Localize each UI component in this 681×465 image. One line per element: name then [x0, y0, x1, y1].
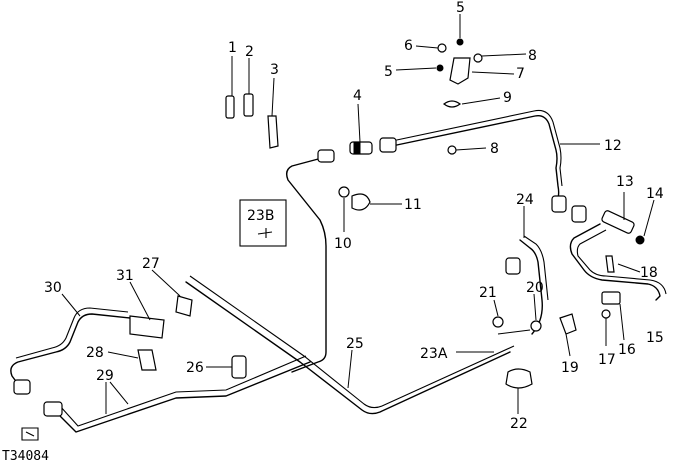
fitting-tube-25-top	[317, 149, 335, 163]
callout-22: 22	[510, 416, 528, 432]
part-11-cap	[351, 193, 371, 211]
callout-4: 4	[353, 88, 362, 104]
part-7-bracket	[449, 57, 471, 85]
fitting-tube-15-left	[571, 205, 587, 223]
callout-3: 3	[270, 62, 279, 78]
callouts: 1 2 3 4 5 5 6 7 8 8 9 10 11 12 13 14 15 …	[44, 0, 664, 432]
fitting-tube-12-end	[379, 137, 397, 153]
callout-26: 26	[186, 360, 204, 376]
tube-29-b	[59, 355, 307, 427]
part-8-bolt-mid	[447, 145, 457, 155]
callout-20: 20	[526, 280, 544, 296]
callout-18: 18	[640, 265, 658, 281]
part-27-fitting	[175, 295, 193, 317]
callout-25: 25	[346, 336, 364, 352]
part-19-clip	[559, 313, 577, 335]
part-31-tee	[129, 315, 165, 339]
part-23a-bolt	[497, 329, 531, 335]
tube-25	[285, 157, 327, 373]
part-1-bracket	[225, 95, 235, 119]
part-5-nut-left	[436, 64, 444, 72]
callout-28: 28	[86, 345, 104, 361]
part-28-elbow	[137, 349, 157, 371]
part-21-washer	[492, 316, 504, 328]
part-4-nut	[353, 142, 361, 154]
callout-12: 12	[604, 138, 622, 154]
tube-24-b	[523, 235, 549, 301]
part-9-clip	[442, 100, 462, 108]
fitting-tube-30-end	[13, 379, 31, 395]
callout-27: 27	[142, 256, 160, 272]
part-17-washer	[601, 309, 611, 319]
part-13-sleeve	[601, 210, 635, 234]
tube-29	[55, 361, 311, 433]
part-24-fitting	[505, 257, 521, 275]
part-5-nut-top	[456, 38, 464, 46]
inset-23b-symbol	[257, 228, 273, 238]
callout-1: 1	[228, 40, 237, 56]
callout-24: 24	[516, 192, 534, 208]
part-16-clamp	[601, 291, 621, 305]
part-8-bolt-top	[473, 53, 483, 63]
part-10-oring	[338, 186, 350, 198]
part-3-clamp	[267, 115, 279, 149]
callout-5-top: 5	[456, 0, 465, 16]
part-18-bolt	[605, 255, 615, 273]
part-4-fitting	[349, 141, 373, 155]
inset-23b-box	[239, 199, 287, 247]
callout-21: 21	[479, 285, 497, 301]
callout-10: 10	[334, 236, 352, 252]
tube-30	[10, 313, 131, 393]
callout-8-mid: 8	[490, 141, 499, 157]
part-2-bracket	[243, 93, 254, 117]
callout-31: 31	[116, 268, 134, 284]
part-20-fitting	[530, 320, 542, 332]
callout-11: 11	[404, 197, 422, 213]
part-26-connector	[231, 355, 247, 379]
callout-6: 6	[404, 38, 413, 54]
callout-9: 9	[503, 90, 512, 106]
callout-2: 2	[245, 44, 254, 60]
part-22-clamp	[505, 368, 533, 389]
figure-corner-mark	[21, 427, 39, 441]
callout-30: 30	[44, 280, 62, 296]
fitting-tube-29-end	[43, 401, 63, 417]
tube-25-b	[185, 281, 511, 415]
callout-5-left: 5	[384, 64, 393, 80]
leader-lines	[61, 14, 655, 414]
callout-14: 14	[646, 186, 664, 202]
fitting-tube-12-right	[551, 195, 567, 213]
tube-15-b	[576, 229, 667, 295]
tube-25-c	[189, 275, 515, 409]
tube-12	[391, 114, 560, 205]
part-14-nut	[635, 235, 645, 245]
callout-7: 7	[516, 66, 525, 82]
callout-29: 29	[96, 368, 114, 384]
figure-id: T34084	[2, 449, 49, 464]
callout-13: 13	[616, 174, 634, 190]
callout-17: 17	[598, 352, 616, 368]
tube-30-b	[15, 307, 129, 359]
callout-23a: 23A	[420, 346, 448, 362]
callout-16: 16	[618, 342, 636, 358]
part-6-washer	[437, 43, 447, 53]
callout-8-top: 8	[528, 48, 537, 64]
callout-15: 15	[646, 330, 664, 346]
tube-15	[569, 223, 661, 301]
inset-23b-label: 23B	[247, 208, 274, 224]
tube-12-inner	[391, 109, 563, 187]
callout-19: 19	[561, 360, 579, 376]
